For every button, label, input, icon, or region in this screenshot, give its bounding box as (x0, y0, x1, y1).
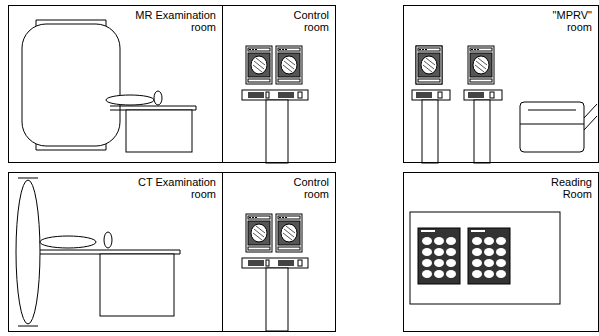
room-label: Reading Room (536, 176, 592, 200)
reading-room: Reading Room (403, 172, 599, 332)
room-label: CT Examination room (124, 176, 216, 200)
control-room: Control room (222, 172, 336, 332)
exam-room: CT Examination room (8, 172, 223, 332)
room-label: Control room (271, 9, 329, 33)
room-label: Control room (271, 176, 329, 200)
control-room: Control room (222, 5, 336, 163)
room-label: "MPRV" room (544, 9, 592, 33)
room-label: MR Examination room (124, 9, 216, 33)
workstation-room: "MPRV" room (403, 5, 599, 163)
exam-room: MR Examination room (8, 5, 223, 163)
